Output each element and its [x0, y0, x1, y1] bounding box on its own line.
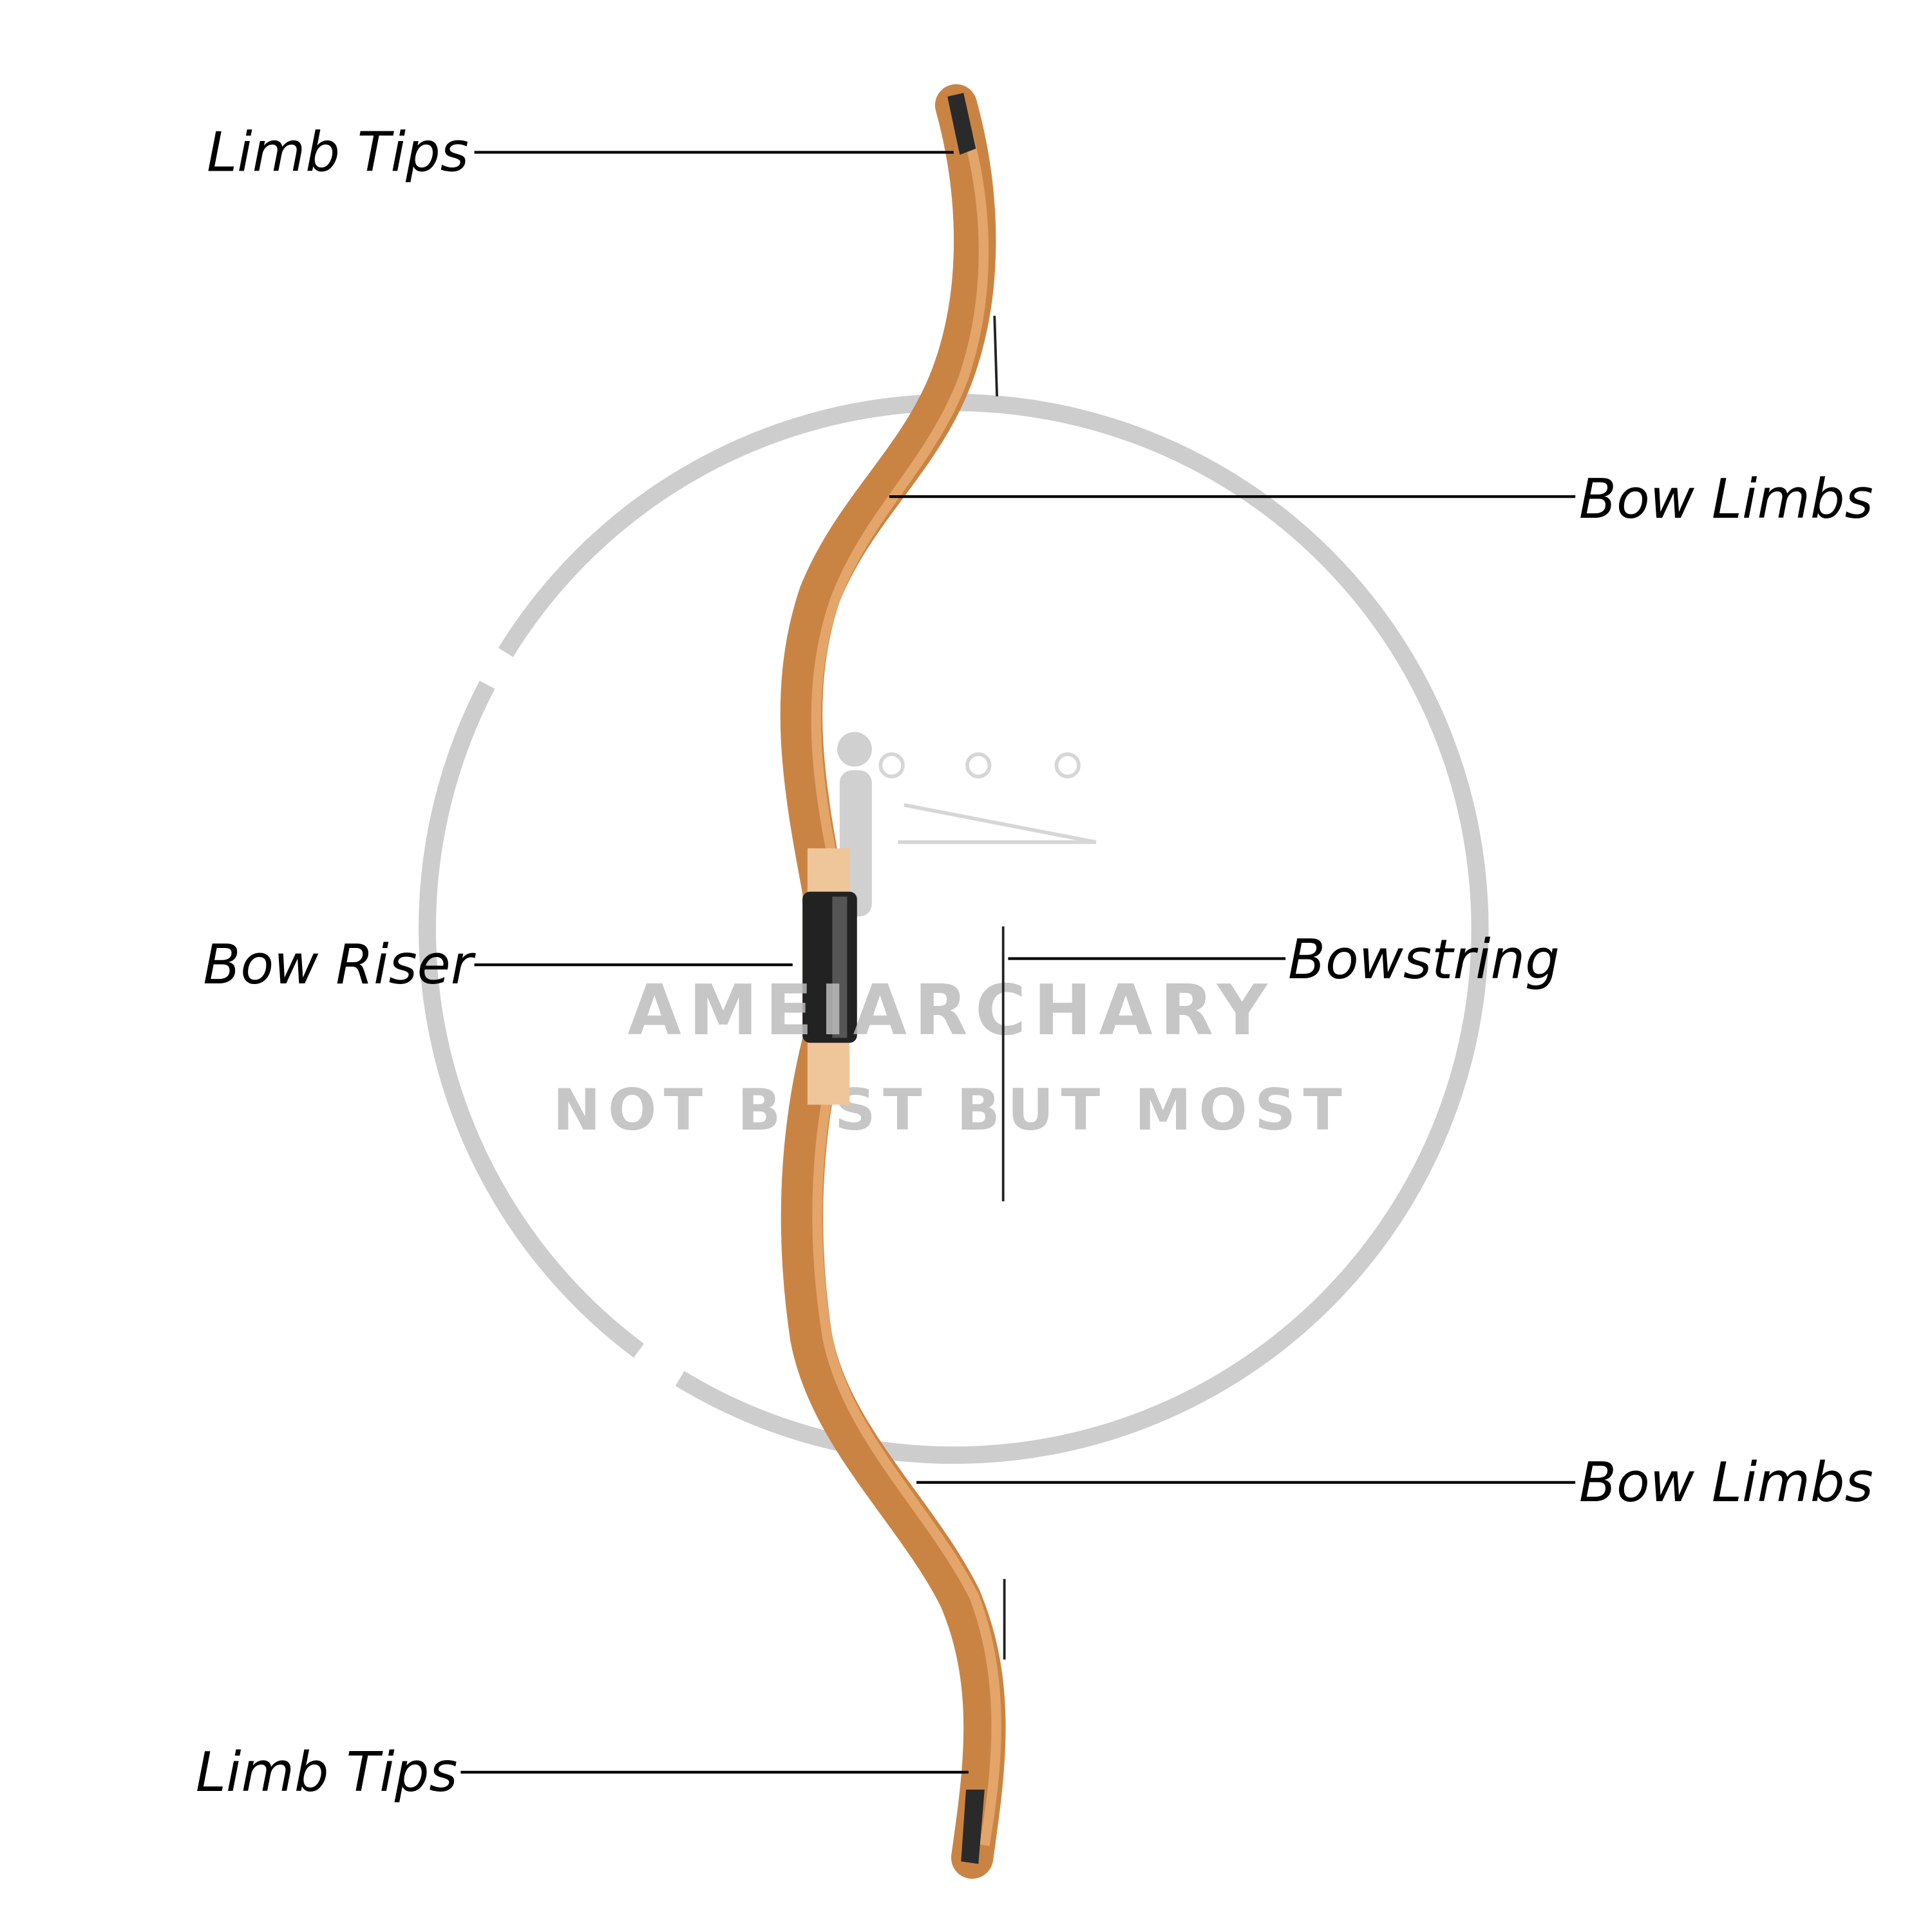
bow	[780, 84, 1006, 1879]
label-bow-limbs-top: Bow Limbs	[1579, 467, 1873, 531]
watermark-slogan: NOT BEST BUT MOST	[553, 1077, 1350, 1143]
riser-fade-top	[807, 848, 850, 896]
archer-icon	[837, 732, 1097, 917]
label-bow-limbs-bottom: Bow Limbs	[1579, 1450, 1873, 1514]
bowstring-line	[993, 316, 1006, 1660]
label-limb-tips-bottom: Limb Tips	[196, 1740, 458, 1804]
label-bow-riser: Bow Riser	[203, 933, 476, 996]
label-bowstring: Bowstring	[1288, 927, 1560, 991]
limb-tip-bottom	[961, 1789, 985, 1864]
limb-tip-top	[947, 93, 976, 155]
watermark-brand: AMEIARCHARY	[628, 971, 1275, 1051]
label-limb-tips-top: Limb Tips	[207, 120, 469, 184]
grip-highlight	[832, 896, 848, 1038]
bow-limb-highlight	[811, 135, 1001, 1846]
riser-fade-bottom	[807, 1040, 850, 1105]
